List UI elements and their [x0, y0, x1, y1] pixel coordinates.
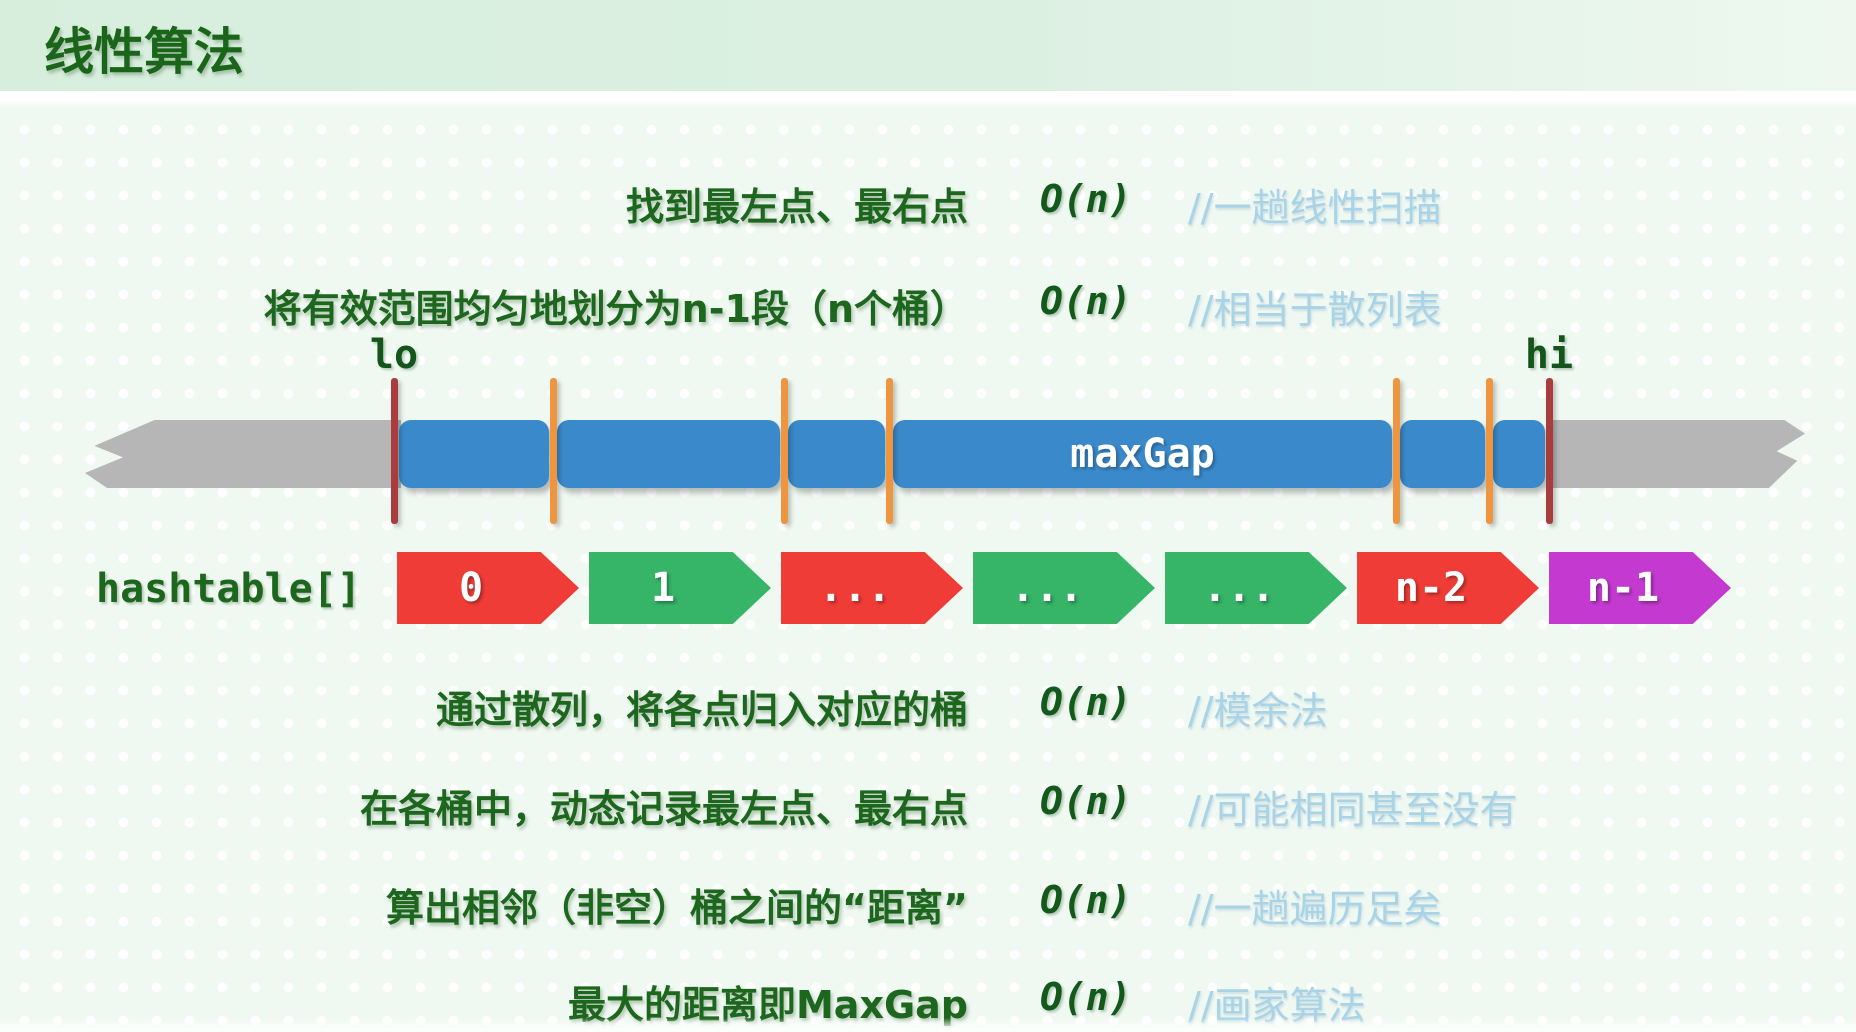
blue-bucket-segment: [1493, 420, 1545, 488]
blue-bucket-segment: [788, 420, 885, 488]
maxgap-segment: maxGap: [893, 420, 1392, 488]
bucket-arrow: ...: [973, 552, 1155, 624]
step-text: 通过散列，将各点归入对应的桶: [435, 688, 968, 732]
lo-label: lo: [369, 332, 419, 378]
bucket-boundary-tick: [781, 378, 788, 524]
page-title: 线性算法: [44, 23, 244, 81]
step-complexity: O(n): [1040, 680, 1132, 724]
bottom-strip: [0, 1018, 1856, 1032]
bucket-label: 0: [458, 565, 484, 611]
step-row: 最大的距离即MaxGap O(n) //画家算法: [0, 974, 1856, 1028]
bucket-label: ...: [1202, 565, 1276, 611]
step-comment: //一趟线性扫描: [1188, 186, 1442, 230]
hi-label: hi: [1524, 332, 1574, 378]
step-complexity: O(n): [1040, 279, 1132, 323]
step-text: 找到最左点、最右点: [625, 185, 968, 229]
bucket-label: 1: [650, 565, 676, 611]
step-row: 通过散列，将各点归入对应的桶 O(n) //模余法: [0, 679, 1856, 733]
bucket-label: ...: [1010, 565, 1084, 611]
step-row: 在各桶中，动态记录最左点、最右点 O(n) //可能相同甚至没有: [0, 778, 1856, 832]
bucket-boundary-tick: [1486, 378, 1493, 524]
bucket-boundary-tick: [1393, 378, 1400, 524]
step-comment: //可能相同甚至没有: [1188, 788, 1518, 832]
bucket-arrow: ...: [781, 552, 963, 624]
lo-tick: [391, 378, 398, 524]
bucket-arrow: n-1: [1549, 552, 1731, 624]
header-band: 线性算法: [0, 0, 1856, 91]
step-comment: //模余法: [1188, 689, 1328, 733]
bucket-label: n-1: [1586, 565, 1660, 611]
step-row: 找到最左点、最右点 O(n) //一趟线性扫描: [0, 176, 1856, 230]
bucket-arrow: 1: [589, 552, 771, 624]
step-text: 将有效范围均匀地划分为n-1段（n个桶）: [263, 287, 968, 331]
bucket-label: n-2: [1394, 565, 1468, 611]
step-complexity: O(n): [1040, 779, 1132, 823]
step-text: 在各桶中，动态记录最左点、最右点: [359, 787, 968, 831]
bucket-boundary-tick: [550, 378, 557, 524]
step-complexity: O(n): [1040, 177, 1132, 221]
step-comment: //相当于散列表: [1188, 288, 1442, 332]
hashtable-label: hashtable[]: [96, 566, 361, 612]
blue-bucket-segment: [557, 420, 780, 488]
hi-tick: [1546, 378, 1553, 524]
maxgap-label: maxGap: [1070, 431, 1215, 477]
step-complexity: O(n): [1040, 878, 1132, 922]
step-row: 将有效范围均匀地划分为n-1段（n个桶） O(n) //相当于散列表: [0, 278, 1856, 332]
blue-bucket-segment: [399, 420, 549, 488]
step-comment: //一趟遍历足矣: [1188, 887, 1442, 931]
step-text: 算出相邻（非空）桶之间的“距离”: [386, 886, 968, 930]
bucket-arrow: n-2: [1357, 552, 1539, 624]
header-divider: [0, 91, 1856, 107]
gray-bar-left-segment: [85, 420, 401, 488]
bucket-arrow: 0: [397, 552, 579, 624]
step-row: 算出相邻（非空）桶之间的“距离” O(n) //一趟遍历足矣: [0, 877, 1856, 931]
number-line: maxGap: [85, 420, 1805, 488]
bucket-label: ...: [818, 565, 892, 611]
bucket-boundary-tick: [886, 378, 893, 524]
step-complexity: O(n): [1040, 975, 1132, 1019]
gray-bar-right-segment: [1547, 420, 1805, 488]
blue-bucket-segment: [1400, 420, 1485, 488]
bucket-arrow: ...: [1165, 552, 1347, 624]
